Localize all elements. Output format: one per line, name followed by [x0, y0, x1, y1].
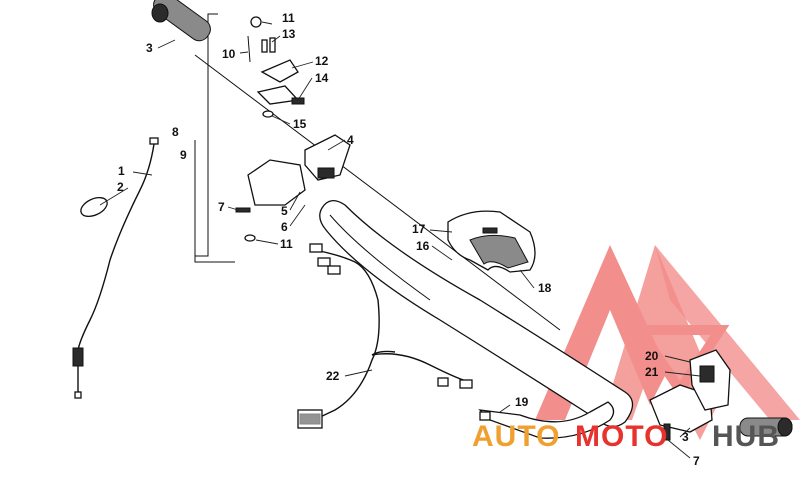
callout-7-left: 7: [218, 200, 225, 214]
handlebar: [319, 200, 634, 428]
callout-13: 13: [282, 27, 296, 41]
callout-7-right: 7: [693, 454, 700, 468]
handlebar-pad: [447, 210, 536, 273]
throttle-housing: [235, 134, 351, 213]
callout-3-left: 3: [146, 41, 153, 55]
callout-3-right: 3: [682, 430, 689, 444]
callout-9: 9: [180, 148, 187, 162]
callout-22: 22: [326, 369, 340, 383]
callout-2: 2: [117, 180, 124, 194]
bracket-8-9: [194, 13, 235, 263]
callout-labels: 3 1 2 8 9 11 13 10 12 14 15 4 7 5 6 11 1…: [117, 11, 700, 468]
callout-11-top: 11: [282, 11, 295, 25]
throttle-cable: [72, 137, 159, 399]
watermark-hub-text: HUB: [712, 420, 780, 453]
callout-18: 18: [538, 281, 552, 295]
callout-11-bottom: 11: [280, 237, 293, 251]
callout-21: 21: [645, 365, 659, 379]
callout-12: 12: [315, 54, 329, 68]
callout-17: 17: [412, 222, 426, 236]
callout-5: 5: [281, 204, 288, 218]
callout-14: 14: [315, 71, 329, 85]
callout-19: 19: [515, 395, 529, 409]
watermark-auto-text: AUTO: [472, 420, 560, 453]
callout-20: 20: [645, 349, 659, 363]
right-switch-housing: [478, 349, 731, 441]
callout-10: 10: [222, 47, 236, 61]
wiring-harness: [297, 243, 473, 429]
callout-16: 16: [416, 239, 430, 253]
leader-lines: [99, 21, 701, 459]
right-grip: [739, 417, 793, 437]
cable-clamp-ring: [80, 196, 108, 218]
callout-1: 1: [118, 164, 125, 178]
handlebar-axis-line: [194, 54, 561, 331]
left-grip: [151, 0, 211, 42]
callout-6: 6: [281, 220, 288, 234]
callout-8: 8: [172, 125, 179, 139]
watermark-moto-text: MOTO: [575, 420, 668, 453]
callout-4: 4: [347, 133, 354, 147]
watermark-wordmark: AUTO MOTO HUB: [472, 420, 780, 453]
callout-15: 15: [293, 117, 307, 131]
throttle-lever-parts: [244, 16, 305, 242]
